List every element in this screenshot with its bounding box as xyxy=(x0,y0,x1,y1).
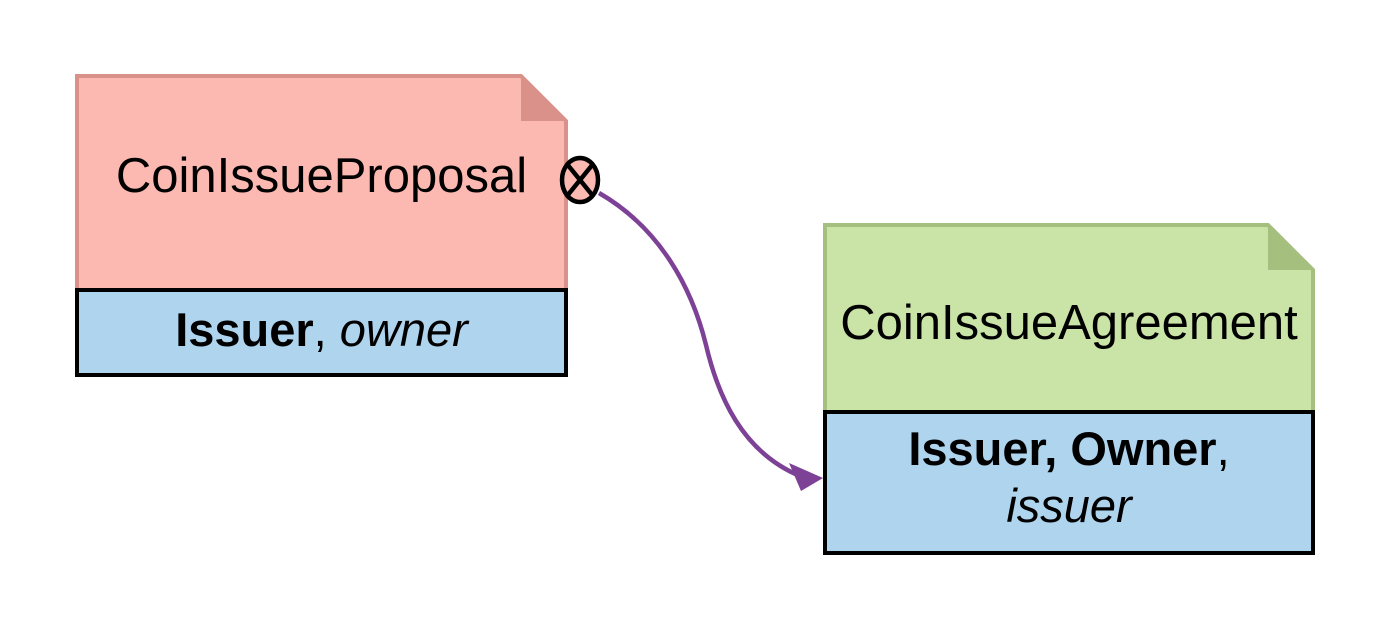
agreement-signatory-separator: , xyxy=(1216,421,1230,475)
create-transition-arrowhead-icon xyxy=(789,463,823,491)
agreement-title: CoinIssueAgreement xyxy=(840,296,1298,350)
proposal-note-shape xyxy=(75,74,568,294)
proposal-signatories-label: Issuer, owner xyxy=(77,290,566,375)
agreement-signatory-bold: Issuer, Owner xyxy=(908,421,1217,475)
agreement-party-bar-shape xyxy=(823,410,1315,555)
proposal-title: CoinIssueProposal xyxy=(115,149,528,203)
proposal-note-fold-icon xyxy=(521,76,566,121)
proposal-signatory-separator: , xyxy=(313,303,340,356)
agreement-signatory-italic: issuer xyxy=(1006,478,1132,532)
agreement-note-fold-icon xyxy=(1268,225,1313,270)
proposal-signatory-bold: Issuer xyxy=(175,303,314,356)
agreement-note-shape xyxy=(823,223,1315,416)
circled-x-archive-icon xyxy=(559,155,601,205)
create-transition-arrow xyxy=(597,191,801,479)
proposal-signatory-italic: owner xyxy=(339,303,468,356)
proposal-party-bar-shape xyxy=(75,288,568,377)
agreement-signatories-label: Issuer, Owner, issuer xyxy=(825,412,1313,553)
agreement-signatories-line1: Issuer, Owner, xyxy=(908,420,1229,477)
